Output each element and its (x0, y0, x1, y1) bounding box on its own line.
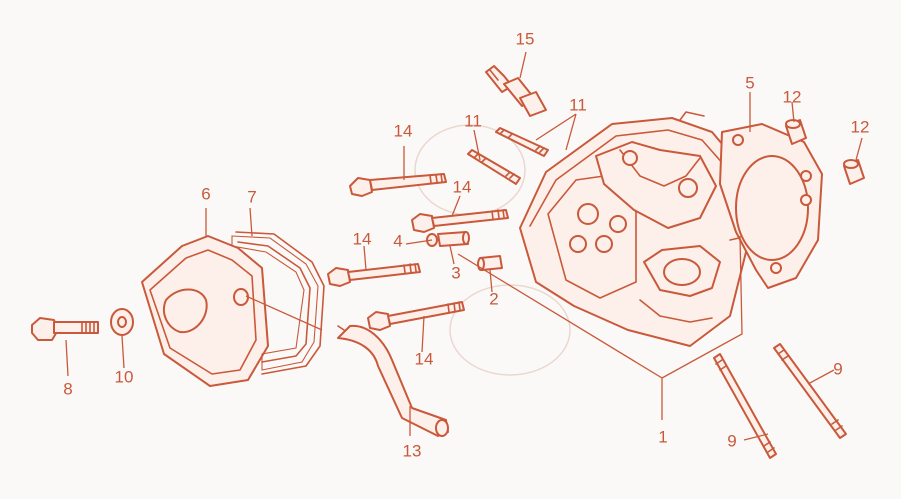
washer-part (110, 308, 134, 336)
head-bolts-part (327, 173, 509, 331)
callout-11-left: 11 (464, 111, 482, 130)
callout-12-right: 12 (851, 117, 870, 136)
cylinder-head-part (519, 111, 753, 347)
callout-14-third: 14 (353, 229, 372, 248)
callout-11-right: 11 (569, 95, 587, 114)
flange-bolt-part (31, 317, 99, 341)
callout-10: 10 (115, 367, 134, 386)
studs-part (467, 127, 549, 185)
callout-2: 2 (489, 289, 498, 308)
long-studs-part (713, 343, 847, 459)
callout-9-left: 9 (727, 431, 736, 450)
callout-4: 4 (393, 231, 402, 250)
callout-5: 5 (745, 73, 754, 92)
callout-1: 1 (658, 427, 667, 446)
callout-14-second: 14 (453, 177, 472, 196)
callout-labels: 15 11 11 14 14 4 14 3 2 14 5 12 12 6 7 8… (63, 29, 869, 460)
callout-13: 13 (403, 441, 422, 460)
callout-3: 3 (451, 263, 460, 282)
callout-6: 6 (201, 184, 210, 203)
callout-15: 15 (516, 29, 535, 48)
callout-12-left: 12 (783, 87, 802, 106)
collars-part (785, 119, 865, 185)
cover-gasket-part (231, 231, 325, 375)
callout-9-right: 9 (833, 359, 842, 378)
leader-lines (65, 51, 863, 441)
spark-plug-part (485, 65, 547, 117)
callout-14-top: 14 (394, 121, 413, 140)
callout-7: 7 (247, 187, 256, 206)
head-cover-part (141, 235, 269, 387)
breather-tube-part (337, 324, 449, 437)
callout-8: 8 (63, 379, 72, 398)
dowel-pins-part (426, 231, 503, 271)
callout-14-bottom: 14 (415, 349, 434, 368)
head-gasket-part (719, 123, 823, 289)
